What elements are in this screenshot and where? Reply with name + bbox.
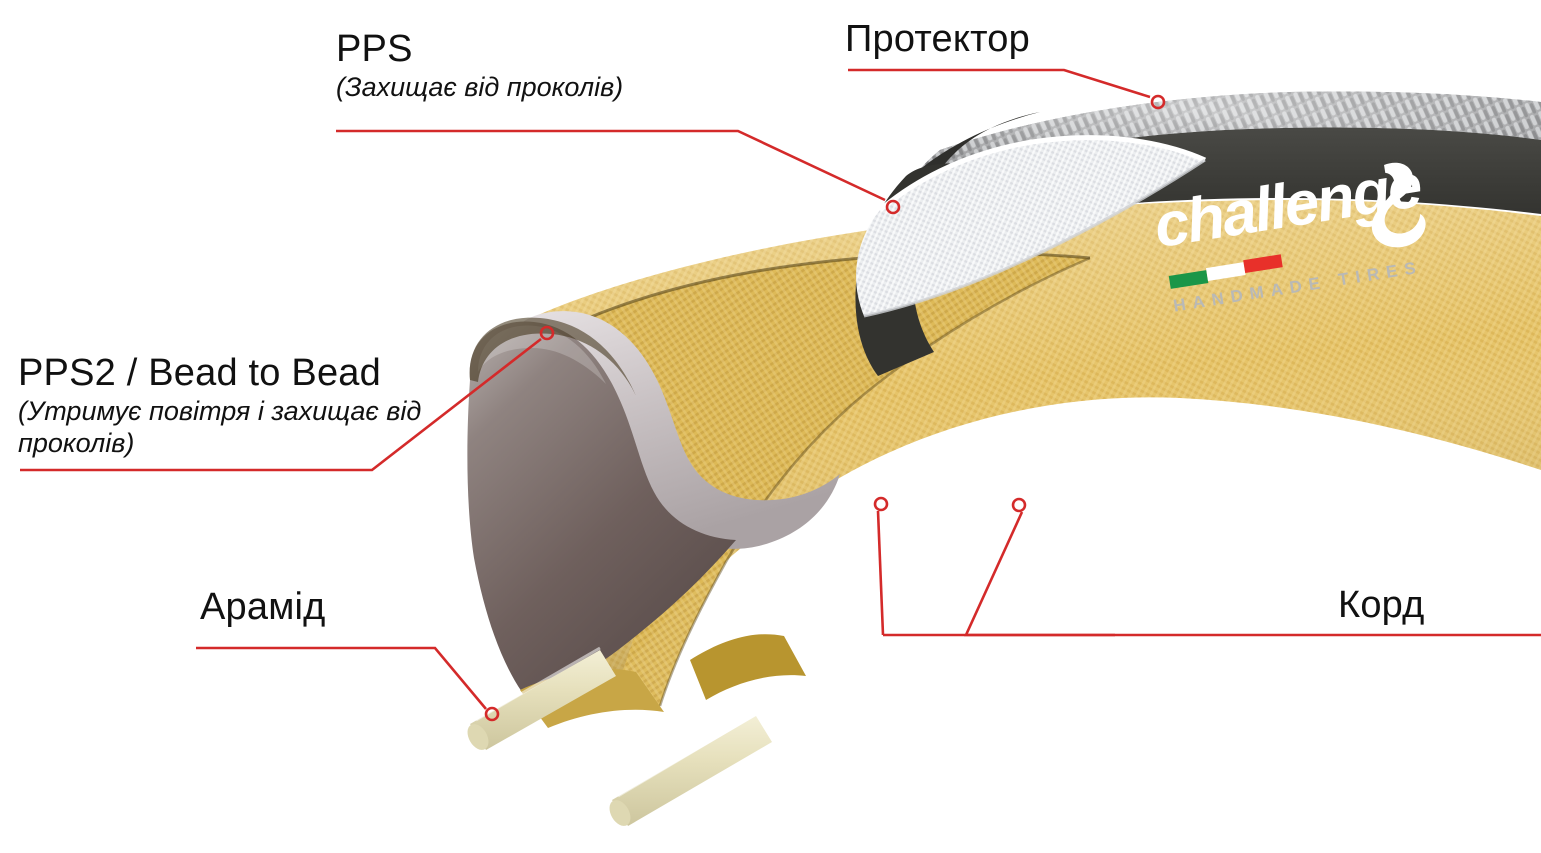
callout-cord: Корд [1338, 584, 1425, 627]
cavity-top-sheen [478, 325, 606, 384]
callout-pps-title: PPS [336, 28, 413, 70]
aramid-bead-left [467, 646, 616, 750]
callout-pps2-subtitle: (Утримує повітря і захищає від проколів) [18, 395, 422, 459]
leader-pps [336, 129, 901, 215]
callout-tread-title: Протектор [845, 18, 1030, 60]
pps-mesh-flap [856, 137, 1205, 316]
tire-body [467, 91, 1541, 826]
callout-cord-title: Корд [1338, 584, 1425, 626]
callout-pps2-title: PPS2 / Bead to Bead [18, 352, 381, 394]
leader-pps2 [20, 325, 555, 472]
callout-aramid: Арамід [200, 586, 326, 629]
cut-face-rim [469, 317, 636, 396]
callout-pps2: PPS2 / Bead to Bead (Утримує повітря і з… [18, 352, 448, 460]
leader-cord [873, 496, 1541, 637]
bead-seat-casing-right [690, 634, 806, 700]
pps-mesh-edge-lower [863, 158, 1206, 318]
leader-aramid [196, 646, 500, 722]
aramid-bead-right [609, 712, 772, 826]
casing-fold-edge-2 [658, 256, 1091, 707]
callout-aramid-title: Арамід [200, 586, 326, 628]
pps2-liner [512, 311, 840, 549]
callout-pps: PPS (Захищає від проколів) [336, 28, 623, 103]
callout-tread: Протектор [845, 18, 1030, 61]
tread-highlight [912, 91, 1541, 180]
italian-flag [1168, 254, 1283, 289]
callout-pps-subtitle: (Захищає від проколів) [336, 71, 624, 102]
pps-mesh-edge [878, 135, 1207, 212]
logo-swoosh [1371, 162, 1426, 248]
leader-lines [20, 68, 1541, 722]
leader-tread [848, 68, 1166, 110]
inner-air-cavity [467, 321, 736, 692]
